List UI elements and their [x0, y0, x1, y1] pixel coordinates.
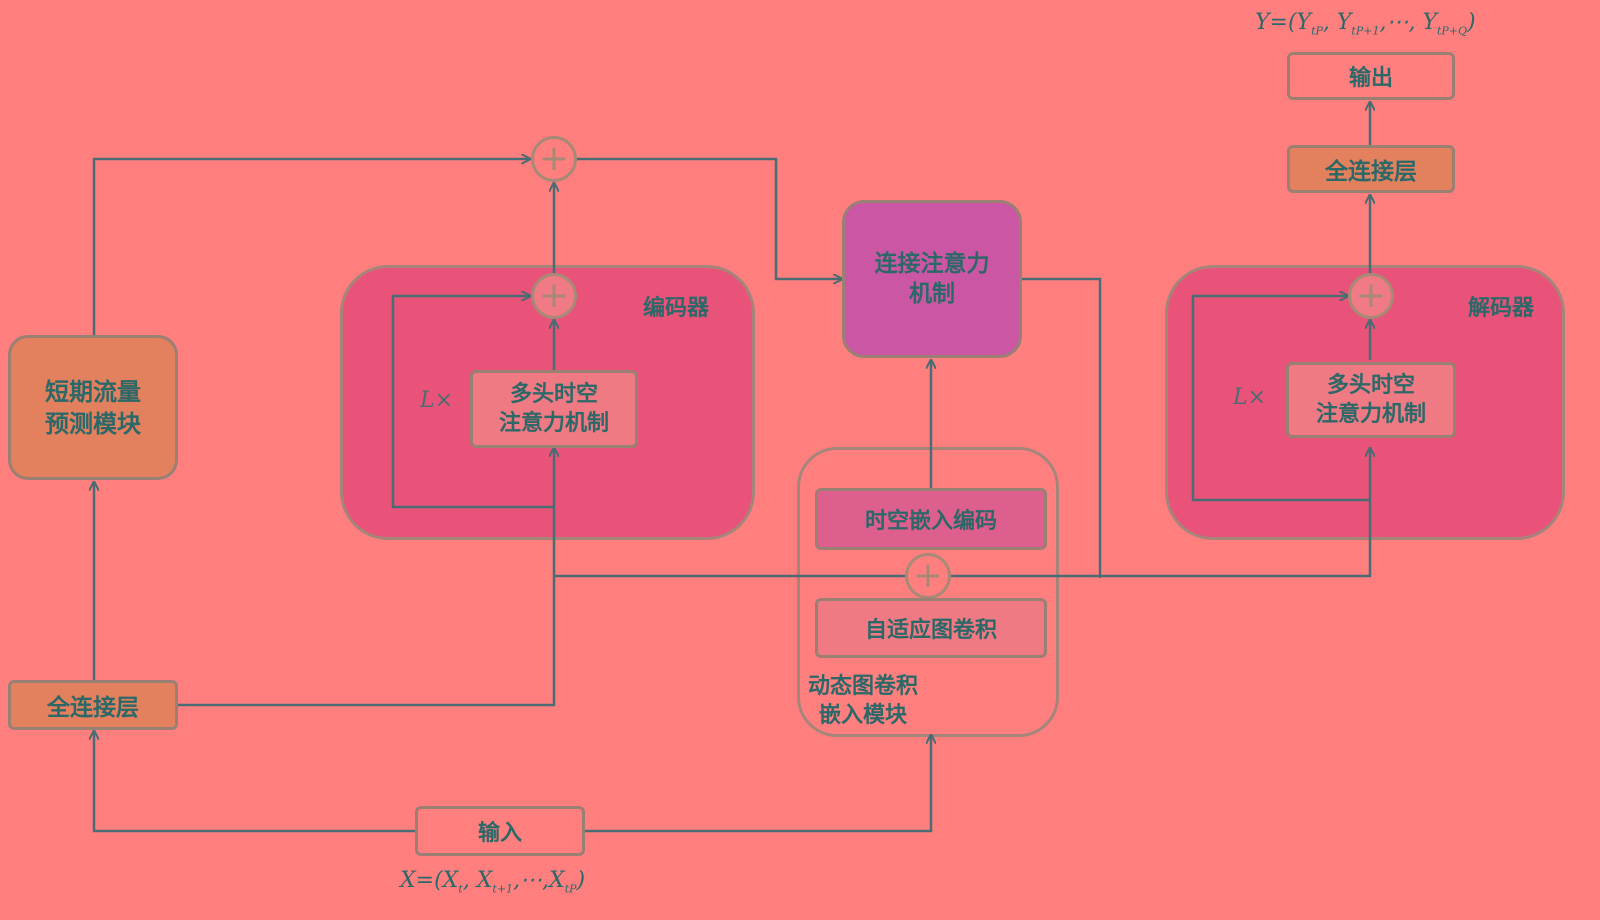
input-formula: X=(Xt, Xt+1,⋯,XtP)	[400, 868, 586, 896]
short-term-line1: 短期流量	[45, 377, 141, 407]
decoder-mhsa-line1: 多头时空	[1326, 372, 1415, 399]
st-embedding-label: 时空嵌入编码	[864, 508, 997, 534]
line-decoder-residual	[1191, 296, 1370, 502]
encoder-repeat-label: L×	[420, 388, 454, 413]
line-topsum-to-attention	[577, 157, 842, 279]
spatiotemporal-embedding-box: 时空嵌入编码	[815, 488, 1047, 550]
sum-node-middle: +	[905, 553, 951, 599]
encoder-mhsa-line1: 多头时空	[509, 381, 598, 408]
decoder-repeat-label: L×	[1233, 385, 1267, 410]
decoder-mhsa-line2: 注意力机制	[1315, 401, 1426, 427]
fully-connected-layer-right: 全连接层	[1287, 145, 1455, 193]
short-term-prediction-module: 短期流量 预测模块	[8, 335, 178, 480]
line-input-to-fc	[94, 731, 415, 833]
dynamic-module-line1: 动态图卷积	[807, 673, 918, 699]
encoder-mhsa-line2: 注意力机制	[498, 410, 609, 436]
connection-attention-mechanism: 连接注意力 机制	[842, 200, 1022, 358]
adaptive-graph-convolution-box: 自适应图卷积	[815, 598, 1047, 658]
encoder-multihead-attention: 多头时空 注意力机制	[470, 370, 638, 448]
sum-node-encoder: +	[531, 273, 577, 319]
dynamic-module-label: 动态图卷积 嵌入模块	[800, 672, 926, 729]
attention-line1: 连接注意力	[874, 250, 990, 278]
decoder-multihead-attention: 多头时空 注意力机制	[1286, 362, 1456, 438]
sum-node-decoder: +	[1348, 273, 1394, 319]
line-input-to-gcn	[584, 735, 931, 833]
output-formula: Y=(YtP, YtP+1,⋯, YtP+Q)	[1255, 10, 1476, 38]
encoder-label: 编码器	[643, 295, 710, 321]
line-bus	[554, 448, 1370, 578]
fc-right-label: 全连接层	[1325, 158, 1417, 185]
decoder-label: 解码器	[1468, 295, 1535, 321]
adaptive-gcn-label: 自适应图卷积	[864, 617, 997, 643]
sum-node-top: +	[531, 136, 577, 182]
output-label: 输出	[1348, 65, 1393, 91]
input-box: 输入	[415, 806, 585, 856]
fc-left-label: 全连接层	[47, 694, 139, 721]
attention-line2: 机制	[909, 280, 955, 307]
line-shortterm-to-sum	[92, 159, 530, 335]
dynamic-module-line2: 嵌入模块	[818, 701, 907, 728]
output-box: 输出	[1287, 52, 1455, 100]
line-attention-out	[1021, 277, 1102, 578]
line-fc-to-encoder	[178, 448, 554, 707]
input-label: 输入	[477, 820, 522, 846]
fully-connected-layer-left: 全连接层	[8, 680, 178, 730]
short-term-line2: 预测模块	[45, 408, 141, 438]
line-encoder-residual	[391, 296, 554, 509]
